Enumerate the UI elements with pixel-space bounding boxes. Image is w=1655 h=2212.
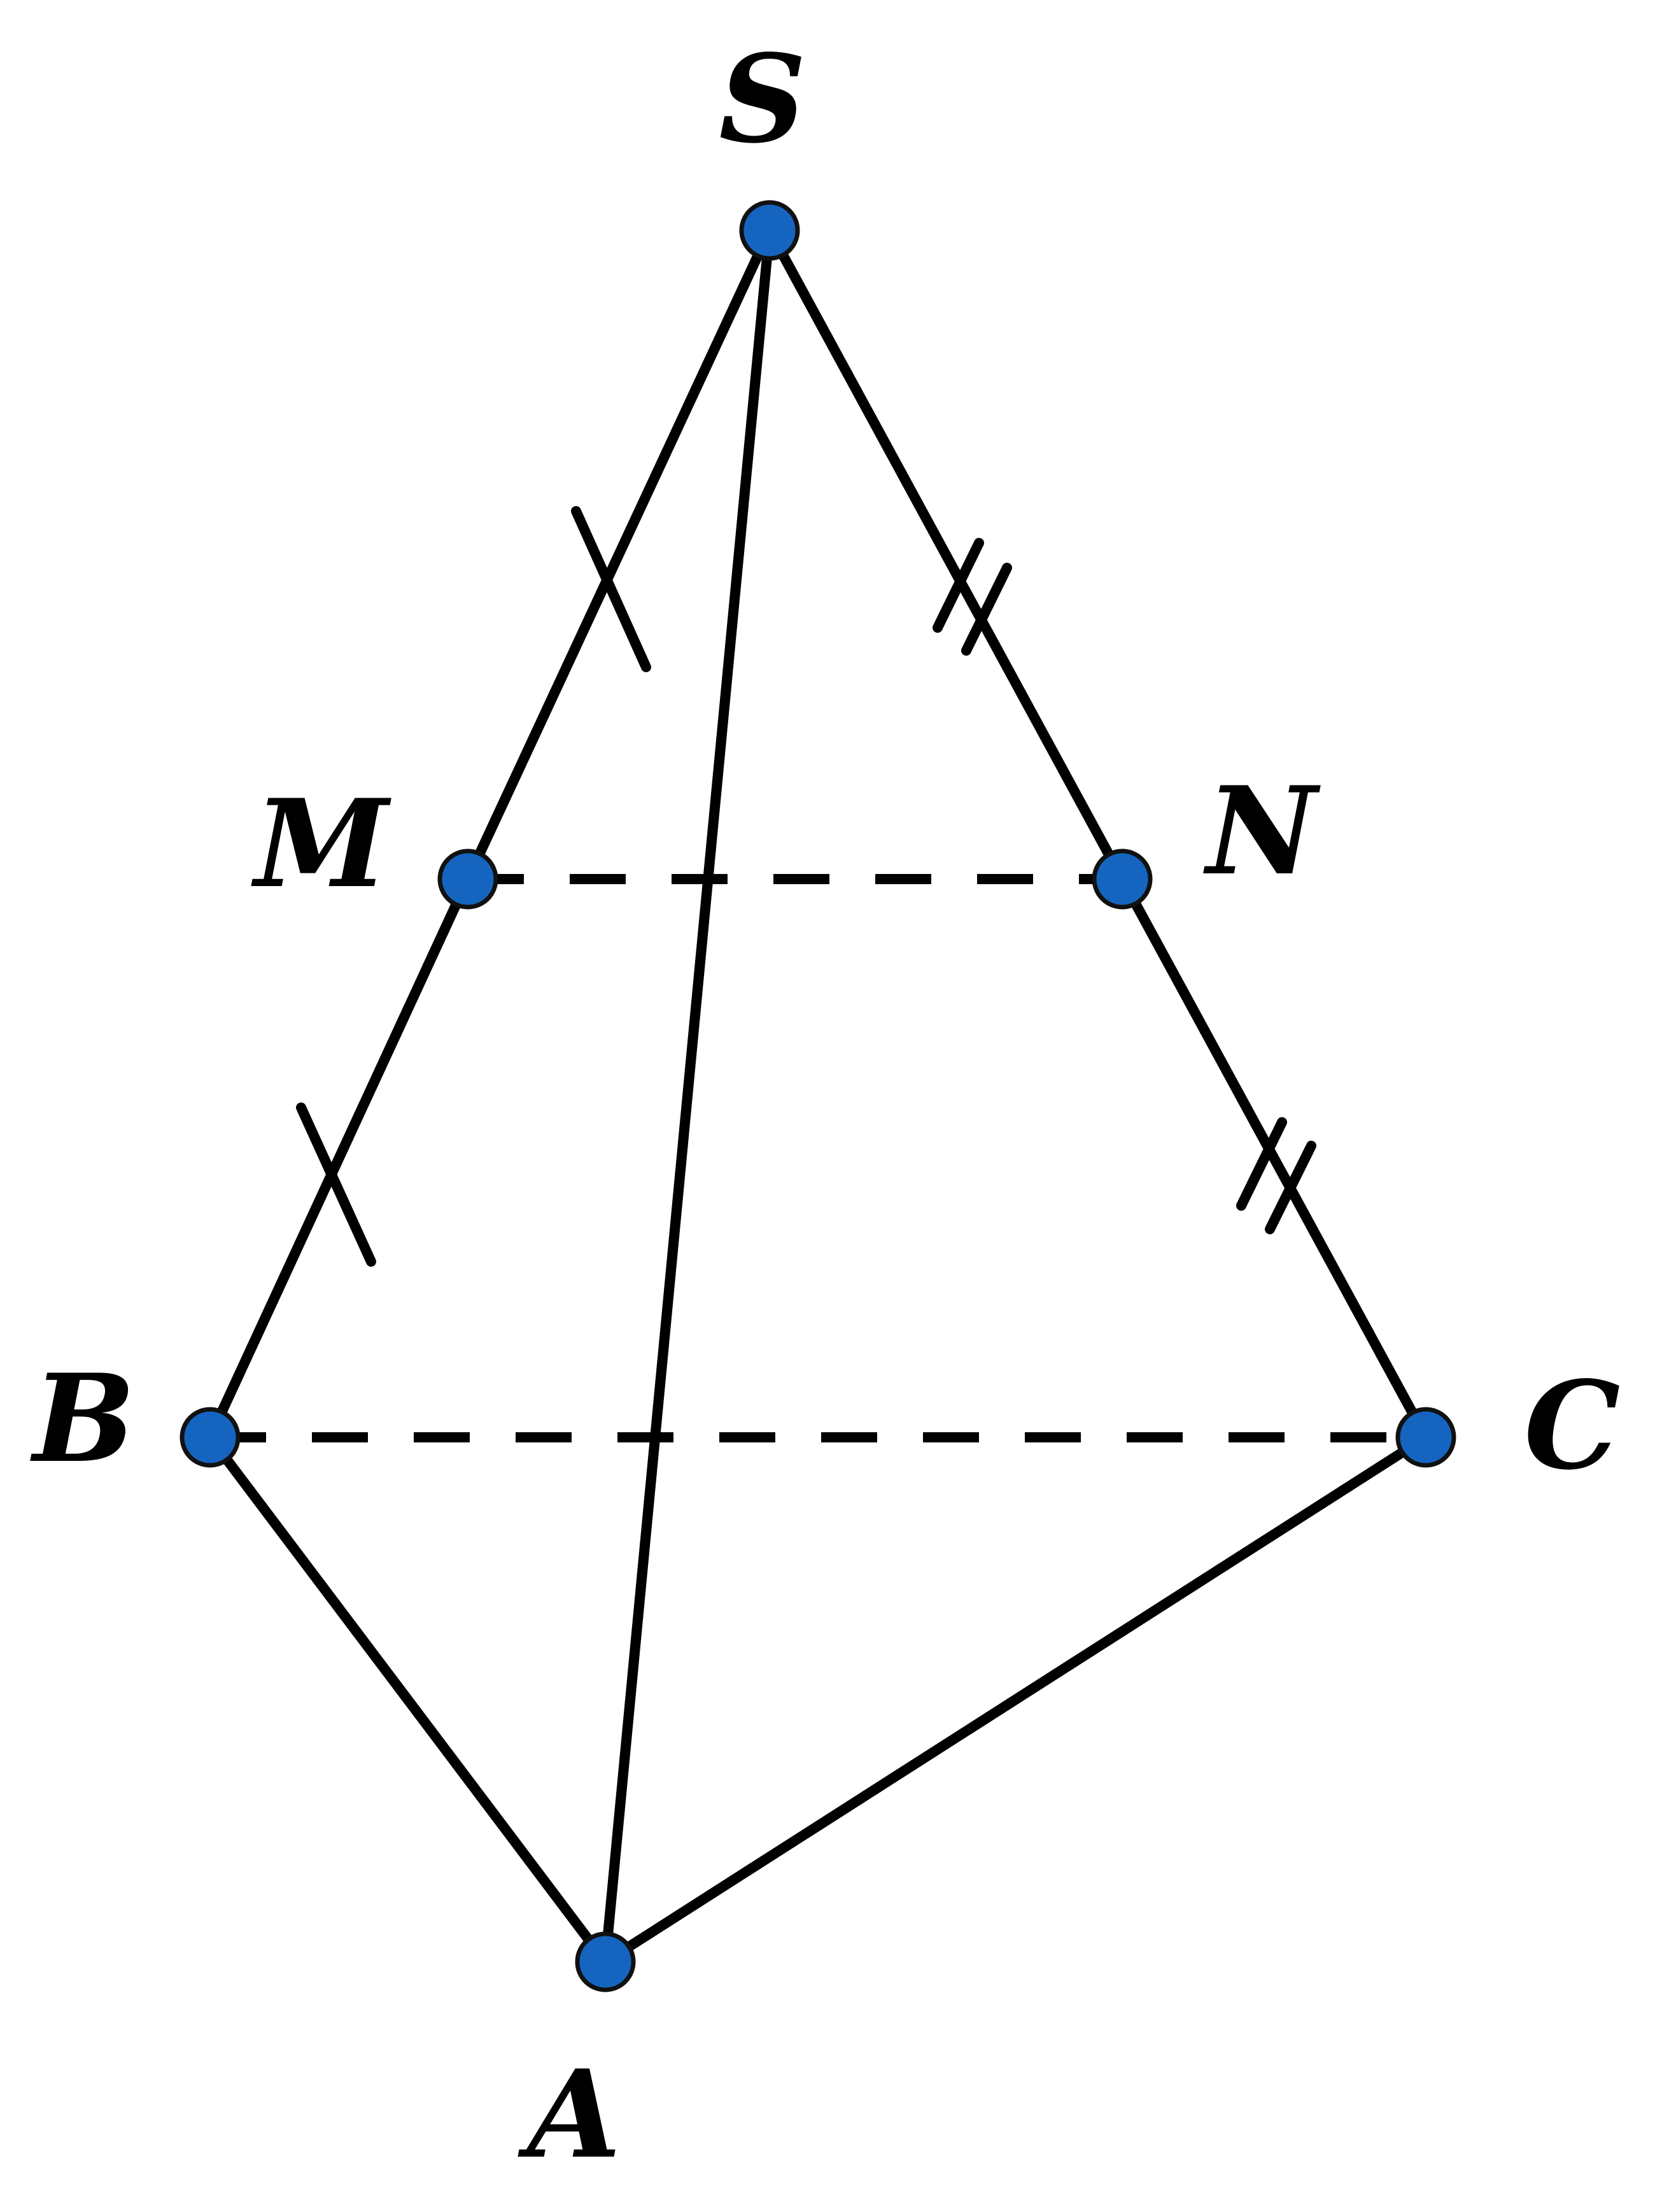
vertex-label-s: S [719, 28, 806, 170]
double-tick-mark-sn-1 [933, 538, 984, 633]
vertex-label-a: A [518, 2043, 621, 2185]
vertex-label-c: C [1524, 1355, 1620, 1497]
vertex-label-b: B [30, 1348, 136, 1490]
vertex-label-m: M [251, 773, 391, 915]
vertex-label-n: N [1202, 760, 1321, 902]
double-tick-mark-nc-1 [1236, 1117, 1287, 1211]
vertex-c-dot [1395, 1407, 1456, 1468]
double-tick-mark-sn-2 [961, 563, 1012, 656]
vertex-b-dot [180, 1407, 241, 1468]
single-tick-mark-sm [571, 506, 651, 672]
edge-s-a [600, 225, 775, 1967]
single-tick-mark-mb [296, 1102, 376, 1267]
edge-m-b [205, 874, 473, 1442]
double-tick-mark-nc-2 [1265, 1141, 1316, 1234]
vertex-m-dot [437, 849, 498, 910]
edge-s-n [764, 225, 1127, 884]
edge-s-m [463, 225, 775, 884]
edge-n-c [1117, 874, 1431, 1442]
edge-b-a [205, 1432, 610, 1967]
vertex-a-dot [575, 1931, 636, 1992]
vertex-s-dot [739, 200, 800, 261]
vertex-n-dot [1092, 849, 1153, 910]
edge-c-a [600, 1432, 1431, 1967]
